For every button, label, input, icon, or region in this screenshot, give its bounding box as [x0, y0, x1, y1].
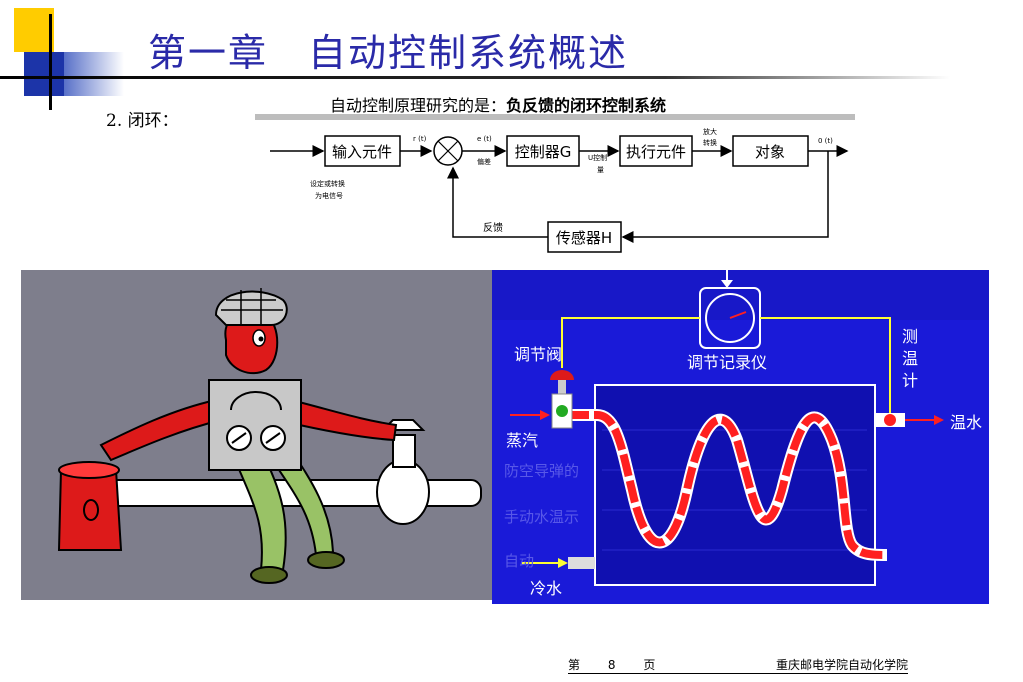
signal-amplify-top: 放大 [703, 127, 717, 136]
feedback-line [621, 151, 829, 243]
footer-page-number: 第 8 页 [568, 656, 746, 674]
block-sensor-label: 传感器H [556, 229, 612, 247]
block-actuator-label: 执行元件 [626, 143, 686, 161]
footer-page-suffix: 页 [643, 658, 656, 672]
label-warm-water: 温水 [950, 413, 982, 432]
block-input-label: 输入元件 [332, 143, 392, 161]
hat-icon [214, 290, 288, 326]
block-plant-label: 对象 [755, 143, 785, 161]
feedback-return [447, 166, 548, 238]
diagram-top-bar [255, 114, 855, 120]
ghost-text-3: 自动 [504, 552, 534, 570]
valve-icon [376, 459, 430, 525]
signal-amplify-bottom: 转换 [703, 138, 717, 147]
block-controller-label: 控制器G [515, 143, 572, 161]
ghost-text-1: 防空导弹的 [504, 462, 579, 480]
ghost-text-area [492, 270, 989, 320]
label-valve: 调节阀 [514, 345, 562, 364]
sensor-signal-line [760, 317, 891, 415]
block-controller [506, 135, 580, 167]
signal-u-bottom: 量 [597, 166, 604, 174]
signal-deviation: 偏差 [477, 157, 491, 166]
label-sensor-3: 计 [902, 371, 918, 390]
weight-bucket-icon [57, 469, 123, 551]
footer-organization: 重庆邮电学院自动化学院 [746, 656, 908, 674]
label-sensor-2: 温 [902, 349, 918, 368]
header-deco-fade [64, 52, 124, 96]
manual-control-illustration [21, 270, 492, 600]
label-cold-water: 冷水 [530, 579, 562, 598]
signal-u-top: U控制 [588, 153, 607, 162]
header-divider [0, 76, 950, 79]
label-recorder: 调节记录仪 [687, 353, 767, 372]
signal-r: r (t) [413, 135, 427, 143]
label-sensor-1: 测 [902, 327, 918, 346]
ghost-text-2: 手动水温示 [504, 508, 579, 526]
block-input [324, 135, 401, 167]
section-label: 2. 闭环： [106, 111, 179, 131]
footer-page-value: 8 [607, 658, 616, 672]
control-valve-icon [550, 370, 574, 380]
setpoint-note-1: 设定或转换 [310, 179, 345, 188]
signal-output: 0 (t) [818, 137, 833, 145]
diagram-title-emphasis: 负反馈的闭环控制系统 [506, 96, 667, 115]
diagram-title-prefix: 自动控制原理研究的是： [330, 96, 507, 115]
footer-page-prefix: 第 [568, 658, 581, 672]
right-arm [284, 398, 398, 442]
label-steam: 蒸汽 [506, 431, 538, 450]
header-deco-blue-square [24, 52, 64, 96]
controller-box-icon [208, 379, 302, 471]
valve-signal-line [561, 317, 700, 368]
setpoint-note-2: 为电信号 [315, 191, 343, 200]
water-tank [594, 384, 876, 586]
header-deco-yellow-square [14, 8, 54, 52]
heat-exchanger-illustration: 调节阀 调节记录仪 测 温 计 温水 蒸汽 冷水 防空导弹的 手动水温示 自动 [492, 270, 989, 604]
block-plant [732, 135, 809, 167]
left-arm [99, 398, 223, 462]
signal-e: e (t) [477, 135, 492, 143]
signal-feedback: 反馈 [483, 221, 503, 234]
diagram-title: 自动控制原理研究的是：负反馈的闭环控制系统 [330, 92, 666, 116]
page-title: 第一章 自动控制系统概述 [148, 31, 629, 75]
block-sensor [547, 221, 622, 253]
heating-coil [567, 411, 888, 559]
header-vertical-line [49, 14, 52, 110]
closed-loop-block-diagram: 输入元件 r (t) e (t) 偏差 控制器G U控制 量 执行元件 放大 转… [255, 114, 855, 253]
